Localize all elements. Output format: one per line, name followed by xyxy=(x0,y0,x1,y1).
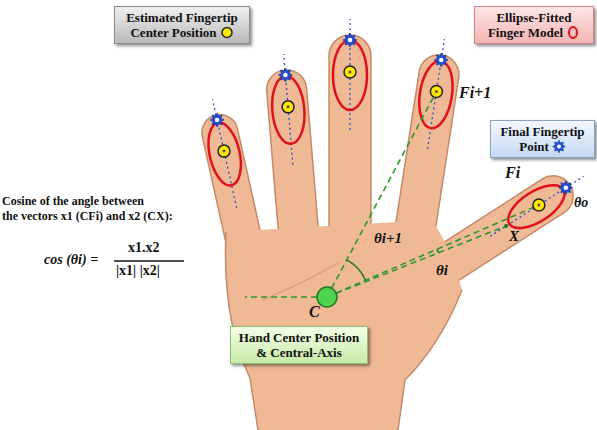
palm xyxy=(226,220,463,430)
annotation-label: θo xyxy=(574,195,588,211)
annotation-label: θi+1 xyxy=(374,230,402,247)
axis-line xyxy=(327,205,539,297)
legend-symbol xyxy=(552,140,566,153)
annotation-label: θi xyxy=(436,262,448,279)
annotation-label: C xyxy=(309,303,320,321)
callout-box: Estimated Fingertip Center Position xyxy=(114,6,250,44)
fingertip-center-marker xyxy=(218,145,230,157)
annotation-label: X xyxy=(509,228,519,245)
fingertip-center-marker xyxy=(430,86,442,98)
annotation-label: x1.x2 xyxy=(128,240,160,256)
fingertip-point-marker xyxy=(553,140,566,153)
fingertip-point-marker xyxy=(278,68,292,82)
fraction-bar xyxy=(114,260,184,261)
fingertip-center-marker xyxy=(344,66,356,78)
hand-center-marker xyxy=(317,287,337,307)
annotation-label: cos (θi) = xyxy=(44,252,98,268)
fitted-ellipse xyxy=(333,40,367,110)
fingertip-center-marker xyxy=(282,101,294,113)
point-marker xyxy=(504,224,508,228)
fingertip-point-marker xyxy=(210,113,224,127)
fitted-ellipse xyxy=(270,75,308,145)
axis-line xyxy=(327,226,506,297)
annotation-label: Fi xyxy=(505,164,520,182)
legend-symbol xyxy=(220,26,234,39)
callout-box: Hand Center Position & Central-Axis xyxy=(230,326,368,364)
callout-text: Ellipse-Fitted Finger Model xyxy=(488,10,572,40)
annotation-label: the vectors x1 (CFi) and x2 (CX): xyxy=(2,209,173,224)
annotation-label: Fi+1 xyxy=(459,84,491,102)
angle-arc xyxy=(437,249,438,253)
axis-line xyxy=(245,296,327,298)
callout-text: Final Fingertip Point xyxy=(500,124,584,154)
angle-arc xyxy=(347,260,366,280)
callout-box: Ellipse-Fitted Finger Model xyxy=(474,6,594,44)
fitted-ellipse xyxy=(501,177,571,237)
callout-text: Hand Center Position & Central-Axis xyxy=(239,330,359,360)
fingertip-center-marker xyxy=(533,199,545,211)
fingertip-point-marker xyxy=(434,53,448,67)
callout-text: Estimated Fingertip Center Position xyxy=(126,10,238,40)
axis-line xyxy=(327,92,436,297)
callout-box: Final Fingertip Point xyxy=(490,120,595,158)
fitted-ellipse xyxy=(203,120,246,189)
annotation-label: Cosine of the angle between xyxy=(2,194,144,209)
annotation-label: |x1| |x2| xyxy=(116,263,160,279)
legend-symbol xyxy=(566,26,580,39)
fingertip-point-marker xyxy=(559,181,573,195)
palm-outline xyxy=(398,290,462,430)
fingertip-point-marker xyxy=(343,33,357,47)
